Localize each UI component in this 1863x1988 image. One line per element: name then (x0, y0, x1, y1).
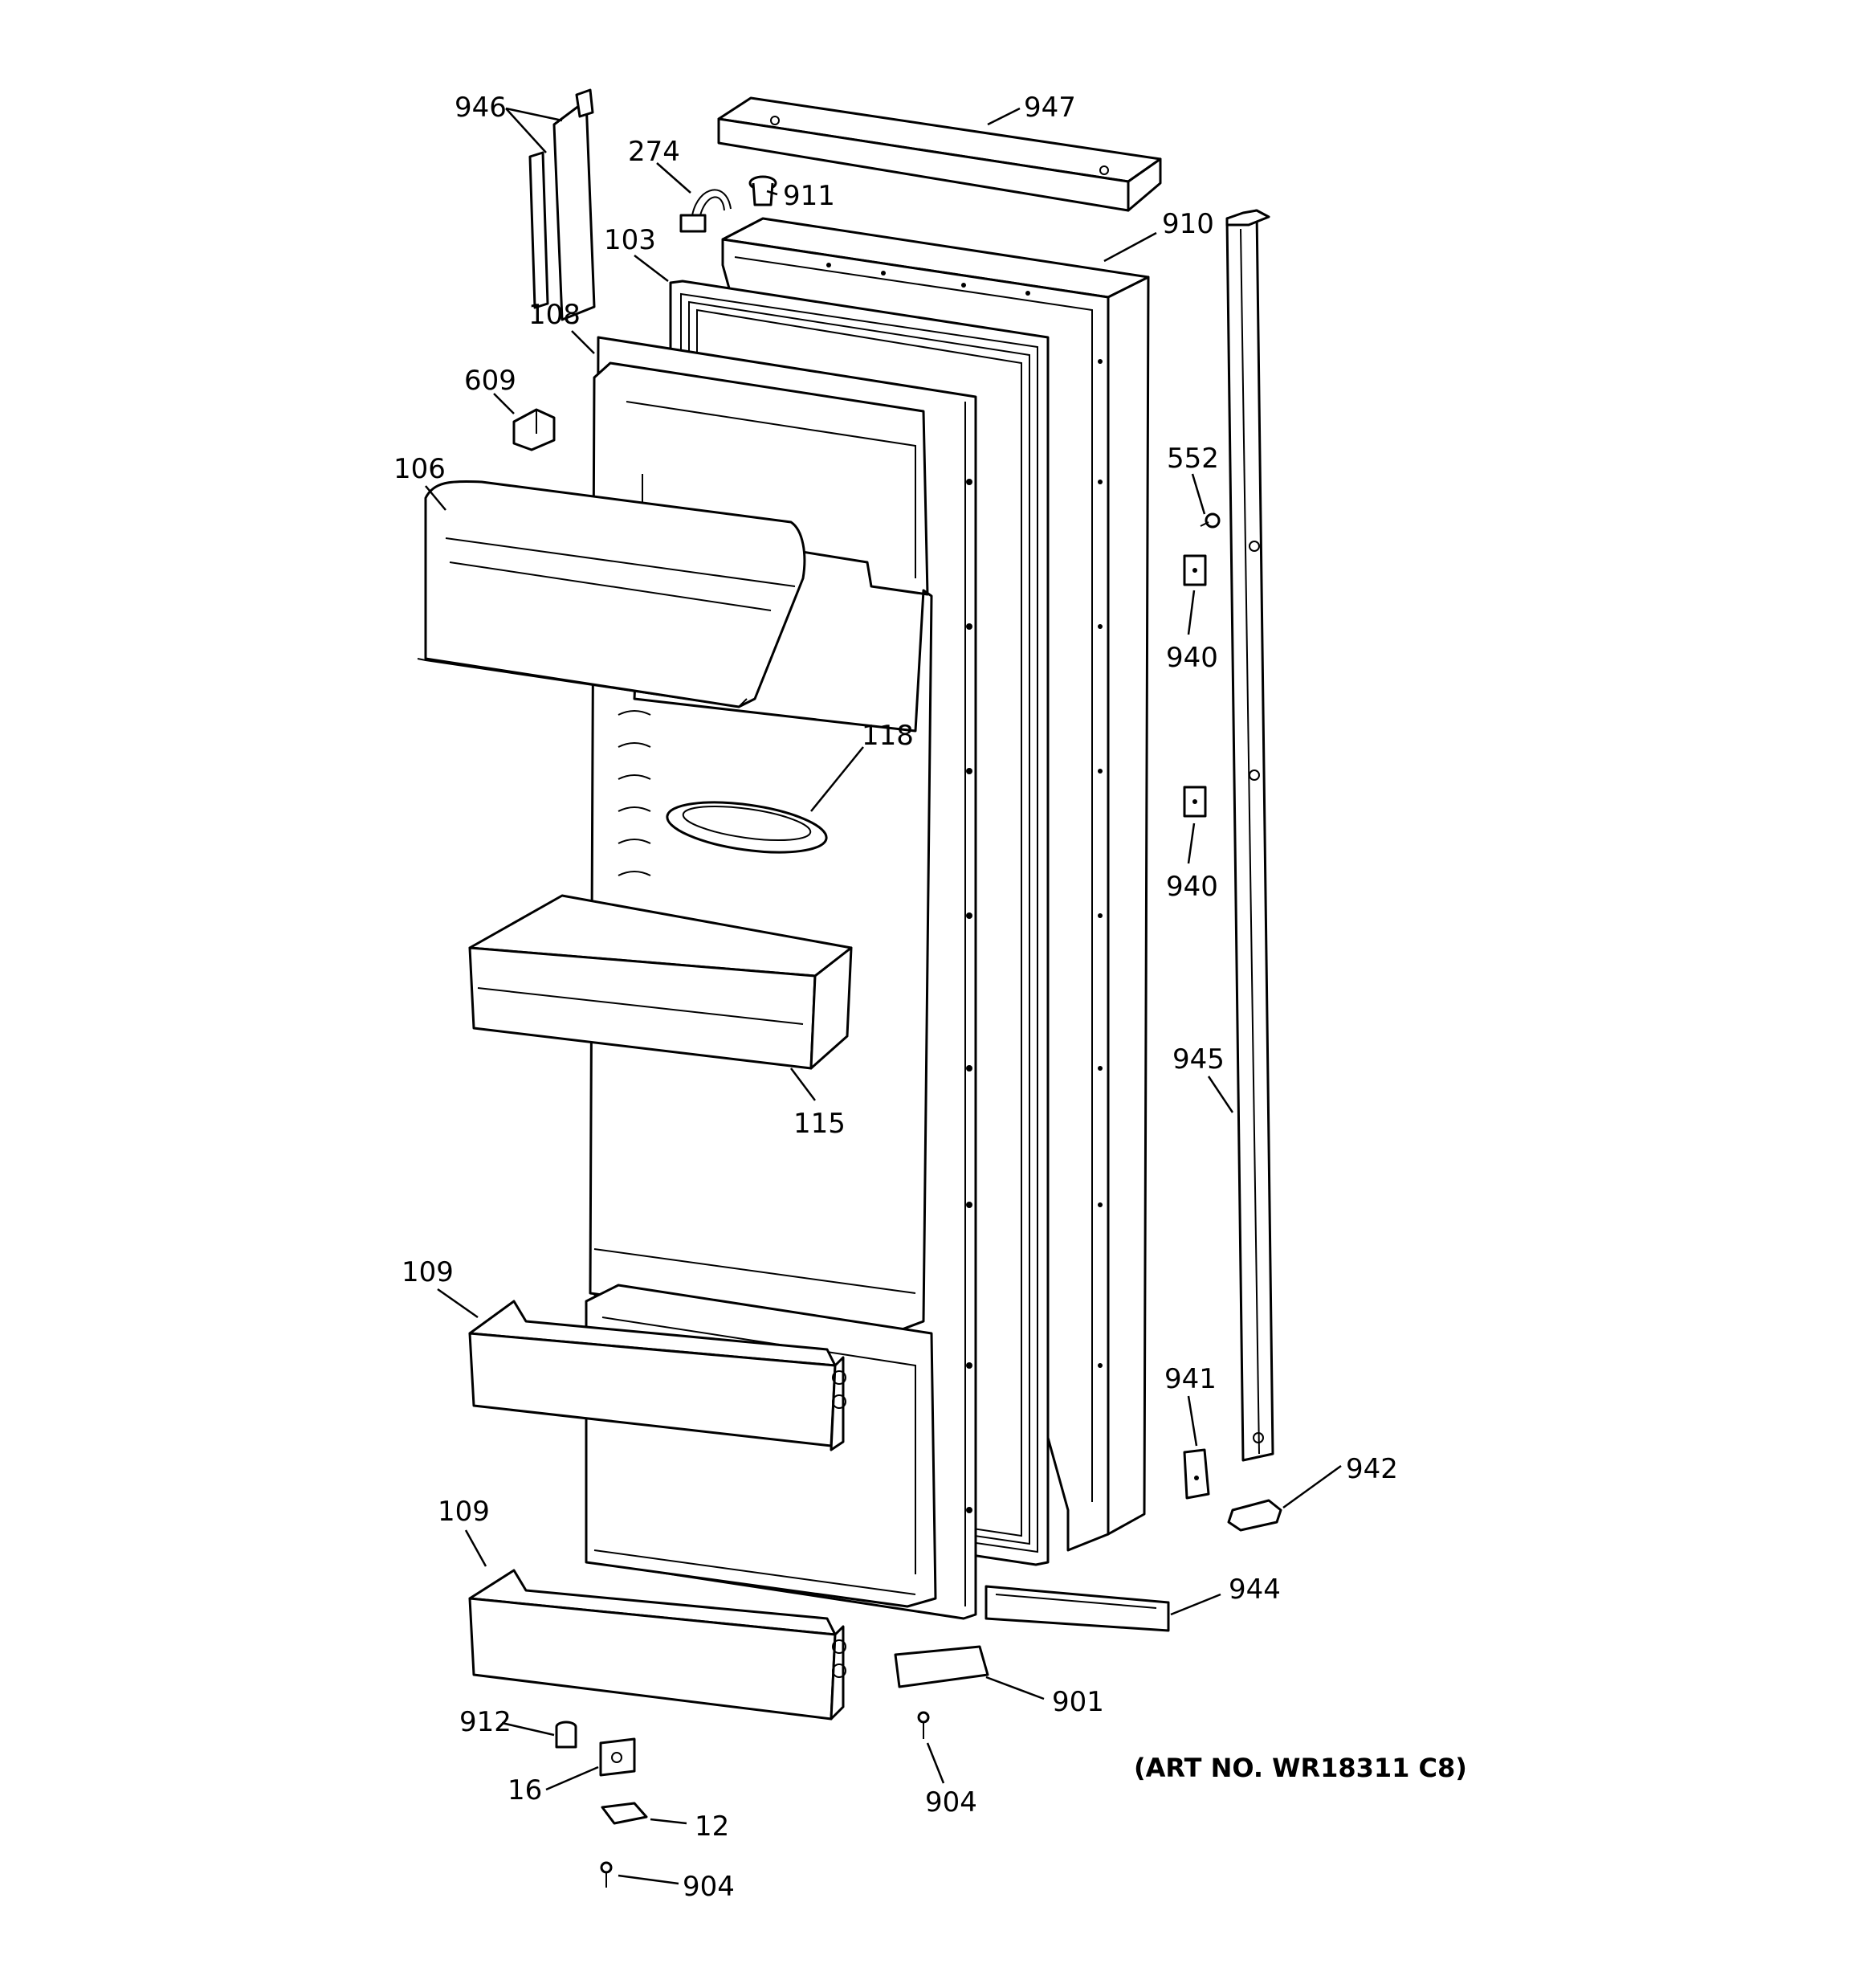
part-115-door-bin (468, 894, 853, 1070)
leader-lines (425, 107, 1342, 1885)
shelf-support-ribs (618, 710, 651, 876)
part-940-bracket-upper (1183, 554, 1207, 586)
liner-rivets (966, 479, 972, 1513)
callout-109-upper: 109 (402, 1256, 454, 1288)
part-942-hinge (1227, 1499, 1282, 1532)
callout-945: 945 (1172, 1043, 1225, 1076)
callout-115: 115 (793, 1108, 846, 1140)
part-16-bottom-hinge (599, 1737, 636, 1777)
part-109-upper-door-bin (468, 1300, 846, 1451)
part-911-plug (748, 175, 777, 206)
callout-16: 16 (508, 1774, 542, 1806)
part-912-bushing (555, 1721, 577, 1749)
part-946-trim-strips (528, 88, 596, 321)
callout-904-right: 904 (925, 1786, 977, 1819)
callout-901: 901 (1052, 1686, 1104, 1718)
callout-106: 106 (393, 453, 446, 485)
art-number: (ART NO. WR18311 C8) (1134, 1753, 1467, 1783)
part-109-lower-door-bin (468, 1569, 846, 1721)
part-12-hinge-shim (601, 1802, 648, 1825)
callout-552: 552 (1167, 443, 1219, 475)
part-904-screw-bottom (600, 1861, 613, 1888)
callout-946: 946 (455, 92, 507, 124)
part-609-switch (512, 408, 556, 451)
callout-944: 944 (1229, 1574, 1281, 1606)
callout-12: 12 (695, 1810, 729, 1843)
callout-274: 274 (628, 136, 680, 168)
callout-940-lower: 940 (1166, 871, 1218, 903)
callout-109-lower: 109 (438, 1496, 490, 1528)
callout-labels: 946 947 274 911 910 103 108 609 106 552 … (393, 92, 1467, 1903)
part-901-hinge-cover (894, 1645, 989, 1688)
panel-screw-holes (826, 263, 1103, 1368)
callout-609: 609 (464, 365, 516, 397)
part-947-door-top-cap (717, 96, 1162, 212)
part-940-bracket-lower (1183, 786, 1207, 818)
part-118-egg-tray (666, 801, 828, 854)
part-944-bottom-trim (984, 1585, 1170, 1632)
part-274-wire-harness (679, 189, 732, 233)
callout-911: 911 (783, 180, 835, 212)
callout-940-upper: 940 (1166, 642, 1218, 674)
callout-910: 910 (1162, 208, 1214, 240)
part-945-side-trim (1225, 209, 1274, 1462)
callout-941: 941 (1164, 1363, 1217, 1395)
callout-904-bottom: 904 (683, 1871, 735, 1903)
callout-947: 947 (1024, 92, 1076, 124)
part-106-dairy-door (417, 480, 806, 708)
callout-118: 118 (862, 720, 914, 752)
part-552-screw (1200, 512, 1221, 529)
callout-108: 108 (528, 299, 581, 331)
callout-912: 912 (459, 1706, 512, 1738)
part-941-hinge-bracket (1183, 1448, 1210, 1500)
part-904-screw-right (917, 1711, 930, 1739)
callout-942: 942 (1346, 1453, 1398, 1485)
callout-103: 103 (604, 224, 656, 256)
